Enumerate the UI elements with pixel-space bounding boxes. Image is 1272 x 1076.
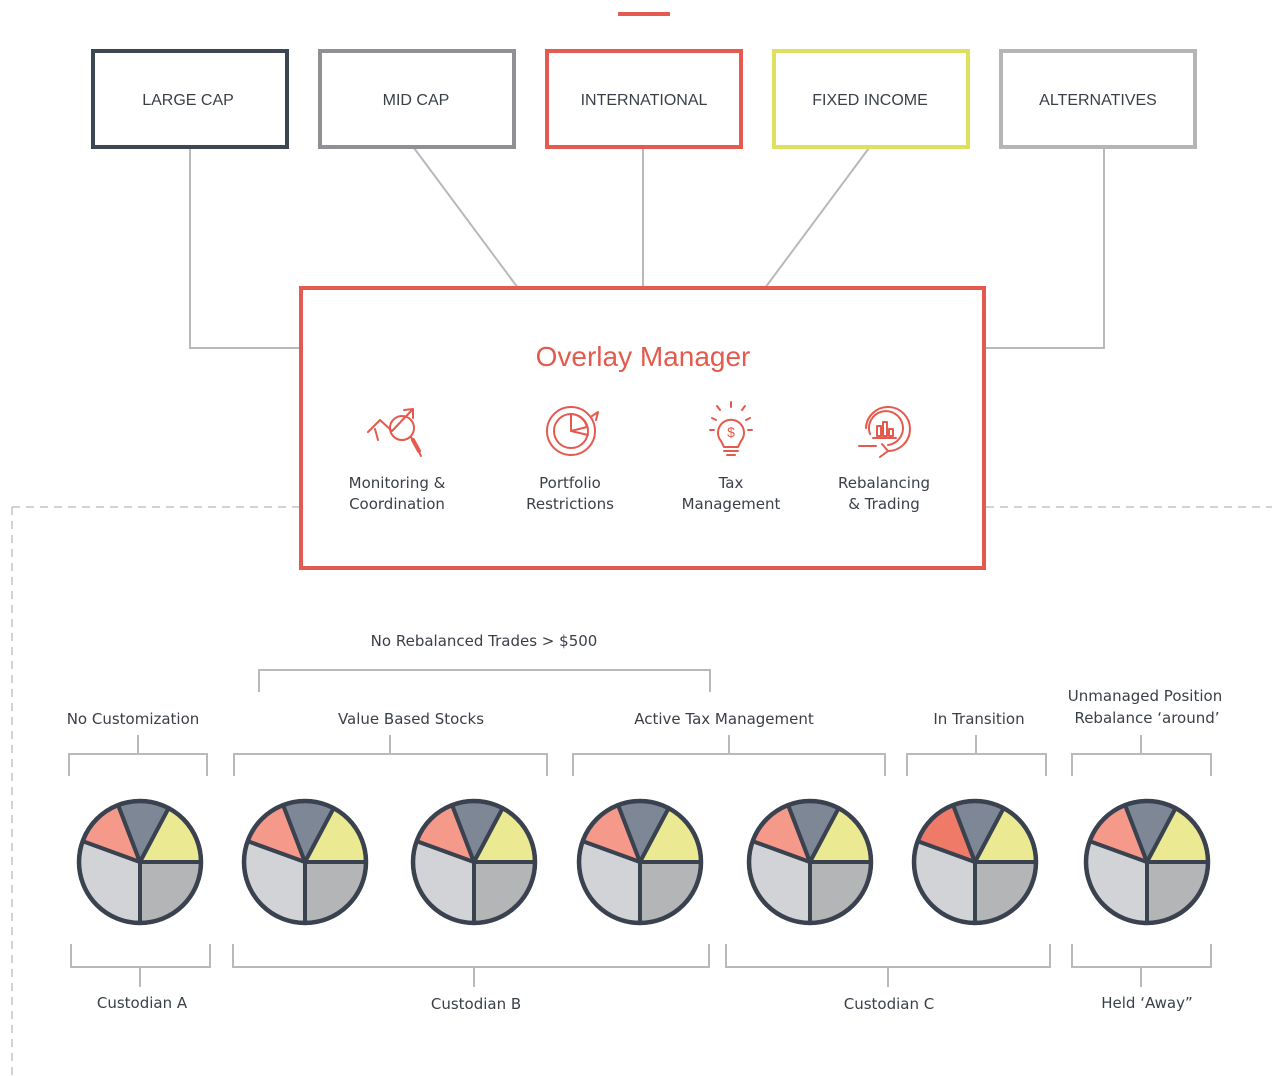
asset-box-alternatives[interactable]: ALTERNATIVES: [999, 49, 1197, 149]
asset-label: MID CAP: [383, 92, 450, 109]
asset-box-large-cap[interactable]: LARGE CAP: [91, 49, 289, 149]
rebalance-cycle-icon: [858, 406, 911, 458]
account-pie: [76, 798, 204, 926]
strategy-label-unmanaged-line1: Unmanaged Position: [1068, 687, 1222, 705]
account-pie: [410, 798, 538, 926]
asset-box-fixed-income[interactable]: FIXED INCOME: [772, 49, 970, 149]
custodian-label-c: Custodian C: [844, 995, 934, 1013]
asset-label: FIXED INCOME: [812, 92, 928, 109]
account-pie: [1083, 798, 1211, 926]
pie-outline: [746, 798, 874, 926]
pie-outline: [241, 798, 369, 926]
client-boundary: [11, 506, 1272, 1076]
strategy-brackets: [68, 735, 1212, 776]
dollar-glyph: $: [727, 424, 735, 440]
function-label-restrictions-line2: Restrictions: [526, 495, 614, 513]
asset-label: ALTERNATIVES: [1039, 92, 1157, 109]
account-pie: [576, 798, 704, 926]
magnifier-chart-icon: [367, 408, 422, 457]
strategy-label-active-tax: Active Tax Management: [634, 710, 814, 728]
asset-label: INTERNATIONAL: [581, 92, 708, 109]
asset-label: LARGE CAP: [142, 92, 234, 109]
function-label-restrictions-line1: Portfolio: [539, 474, 601, 492]
function-label-rebalancing-line2: & Trading: [848, 495, 920, 513]
accent-bar: [618, 12, 670, 16]
connector-mid-cap: [413, 147, 519, 289]
overlay-manager-box: Overlay Manager $: [299, 286, 986, 570]
connector-fixed-income: [764, 147, 870, 289]
pie-outline: [1083, 798, 1211, 926]
overlay-title: Overlay Manager: [536, 341, 751, 372]
custodian-label-a: Custodian A: [97, 994, 188, 1012]
custodian-label-b: Custodian B: [431, 995, 521, 1013]
account-pie: [911, 798, 1039, 926]
pie-outline: [576, 798, 704, 926]
account-pie: [241, 798, 369, 926]
rule-label: No Rebalanced Trades > $500: [371, 632, 598, 650]
function-label-tax-line1: Tax: [718, 474, 744, 492]
custodian-brackets: [70, 944, 1212, 987]
custodian-label-held-away: Held ‘Away”: [1101, 994, 1193, 1012]
pie-outline: [76, 798, 204, 926]
strategy-label-no-customization: No Customization: [67, 710, 200, 728]
asset-class-row: LARGE CAP MID CAP INTERNATIONAL FIXED IN…: [91, 49, 1197, 149]
strategy-label-unmanaged-line2: Rebalance ‘around’: [1074, 709, 1219, 727]
strategy-label-in-transition: In Transition: [933, 710, 1024, 728]
function-label-monitoring-line1: Monitoring &: [349, 474, 446, 492]
account-pies: [76, 798, 1211, 926]
asset-box-mid-cap[interactable]: MID CAP: [318, 49, 516, 149]
function-label-tax-line2: Management: [682, 495, 781, 513]
asset-box-international[interactable]: INTERNATIONAL: [545, 49, 743, 149]
pie-outline: [911, 798, 1039, 926]
connectors: [189, 147, 1105, 349]
rule-bracket: [258, 669, 711, 692]
pie-target-icon: [546, 406, 599, 456]
strategy-label-value-based: Value Based Stocks: [338, 710, 484, 728]
lightbulb-dollar-icon: $: [709, 401, 753, 456]
account-pie: [746, 798, 874, 926]
function-label-rebalancing-line1: Rebalancing: [838, 474, 930, 492]
connector-large-cap: [189, 148, 301, 349]
function-label-monitoring-line2: Coordination: [349, 495, 445, 513]
pie-outline: [410, 798, 538, 926]
connector-alternatives: [985, 148, 1105, 349]
